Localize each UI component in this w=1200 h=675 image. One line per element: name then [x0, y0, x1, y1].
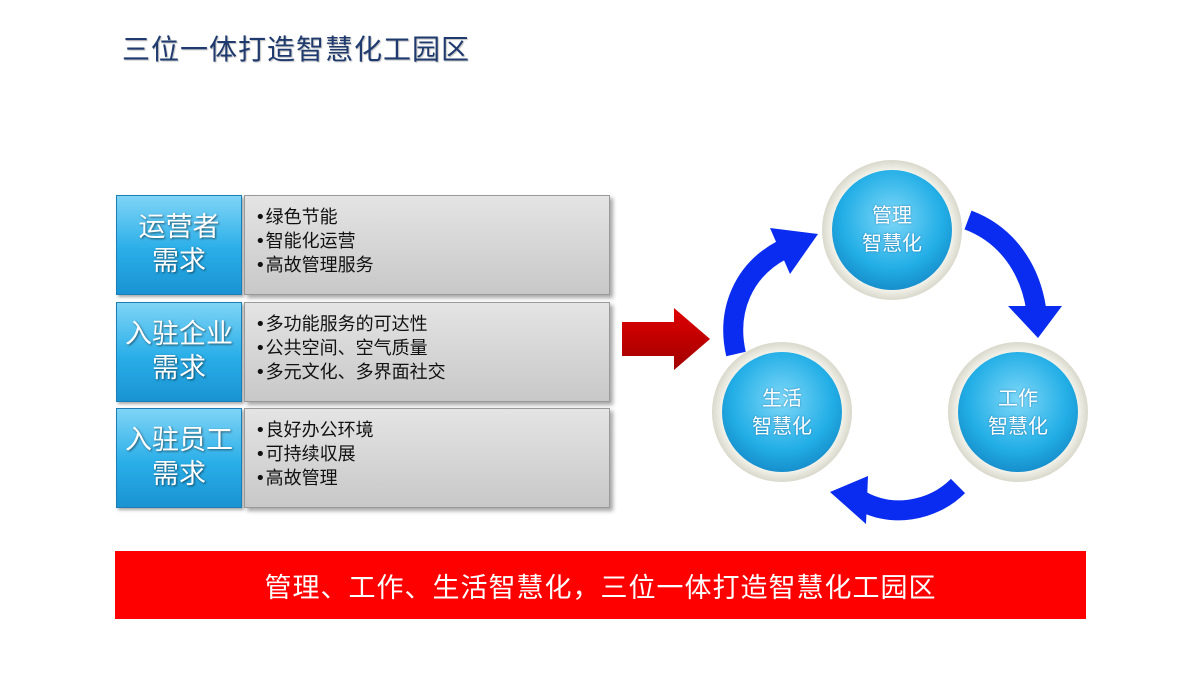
page-title: 三位一体打造智慧化工园区	[122, 33, 471, 66]
requirement-item: •良好办公环境	[255, 420, 374, 441]
requirement-item: •公共空间、空气质量	[255, 338, 428, 359]
requirement-label-line1: 入驻员工	[125, 425, 233, 456]
cycle-diagram	[712, 160, 1088, 524]
requirement-row-operator: 运营者 需求 •绿色节能 •智能化运营 •高故管理服务	[116, 195, 610, 295]
cycle-arrow-icon	[830, 476, 966, 524]
requirement-label-line1: 运营者	[138, 212, 220, 243]
management-circle	[822, 160, 962, 300]
requirement-item: •绿色节能	[255, 207, 338, 228]
requirement-row-employee: 入驻员工 需求 •良好办公环境 •可持续収展 •高故管理	[116, 408, 610, 508]
requirement-item: •多元文化、多界面社交	[255, 362, 446, 383]
cycle-arrow-icon	[723, 228, 818, 357]
requirement-label-line1: 入驻企业	[125, 319, 233, 350]
requirement-item: •高故管理	[255, 468, 338, 489]
circle-label-line2: 智慧化	[988, 414, 1048, 438]
cycle-arrow-icon	[964, 210, 1062, 338]
circle-label-line2: 智慧化	[752, 414, 812, 438]
management-circle-label: 管理 智慧化	[832, 201, 952, 257]
requirement-label: 入驻员工 需求	[116, 408, 242, 508]
summary-banner: 管理、工作、生活智慧化，三位一体打造智慧化工园区	[115, 551, 1086, 619]
requirement-label-line2: 需求	[152, 246, 206, 277]
life-circle	[712, 342, 852, 482]
requirement-label-line2: 需求	[152, 459, 206, 490]
requirement-row-enterprise: 入驻企业 需求 •多功能服务的可达性 •公共空间、空气质量 •多元文化、多界面社…	[116, 302, 610, 402]
requirement-item: •智能化运营	[255, 231, 356, 252]
requirement-item: •高故管理服务	[255, 255, 374, 276]
requirement-list: •绿色节能 •智能化运营 •高故管理服务	[244, 195, 610, 295]
life-circle-label: 生活 智慧化	[722, 384, 842, 440]
circle-label-line1: 生活	[762, 386, 802, 410]
red-right-arrow-icon	[622, 308, 710, 370]
circle-label-line2: 智慧化	[862, 231, 922, 255]
requirement-label: 入驻企业 需求	[116, 302, 242, 402]
requirement-list: •良好办公环境 •可持续収展 •高故管理	[244, 408, 610, 508]
requirement-list: •多功能服务的可达性 •公共空间、空气质量 •多元文化、多界面社交	[244, 302, 610, 402]
circle-label-line1: 管理	[872, 203, 912, 227]
requirement-label: 运营者 需求	[116, 195, 242, 295]
requirement-label-line2: 需求	[152, 353, 206, 384]
requirement-item: •多功能服务的可达性	[255, 314, 428, 335]
work-circle-label: 工作 智慧化	[958, 384, 1078, 440]
circle-label-line1: 工作	[998, 386, 1038, 410]
work-circle	[948, 342, 1088, 482]
requirement-item: •可持续収展	[255, 444, 356, 465]
